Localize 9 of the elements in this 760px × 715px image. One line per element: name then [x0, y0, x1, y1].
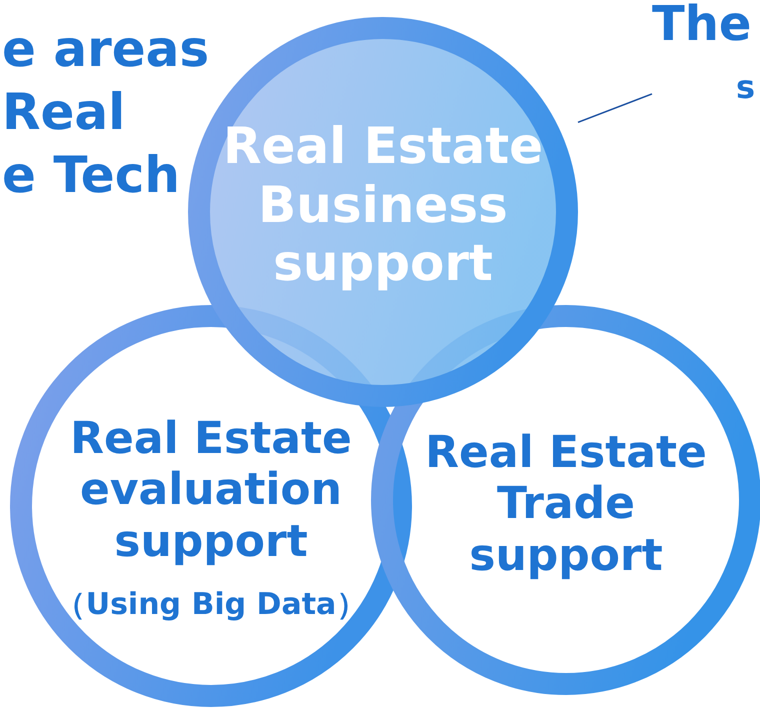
heading-text: e areas Real e Tech — [2, 19, 210, 206]
circle-title: Real Estate evaluation support — [69, 413, 353, 568]
leader-line — [578, 93, 652, 123]
callout-heading: The — [652, 0, 752, 52]
circle-title: Real Estate Trade support — [424, 427, 708, 582]
venn-circle — [10, 305, 412, 707]
circle-title: Real Estate Business support — [222, 117, 544, 292]
callout-text: s — [736, 68, 756, 106]
circle-note: （Using Big Data） — [56, 587, 366, 622]
